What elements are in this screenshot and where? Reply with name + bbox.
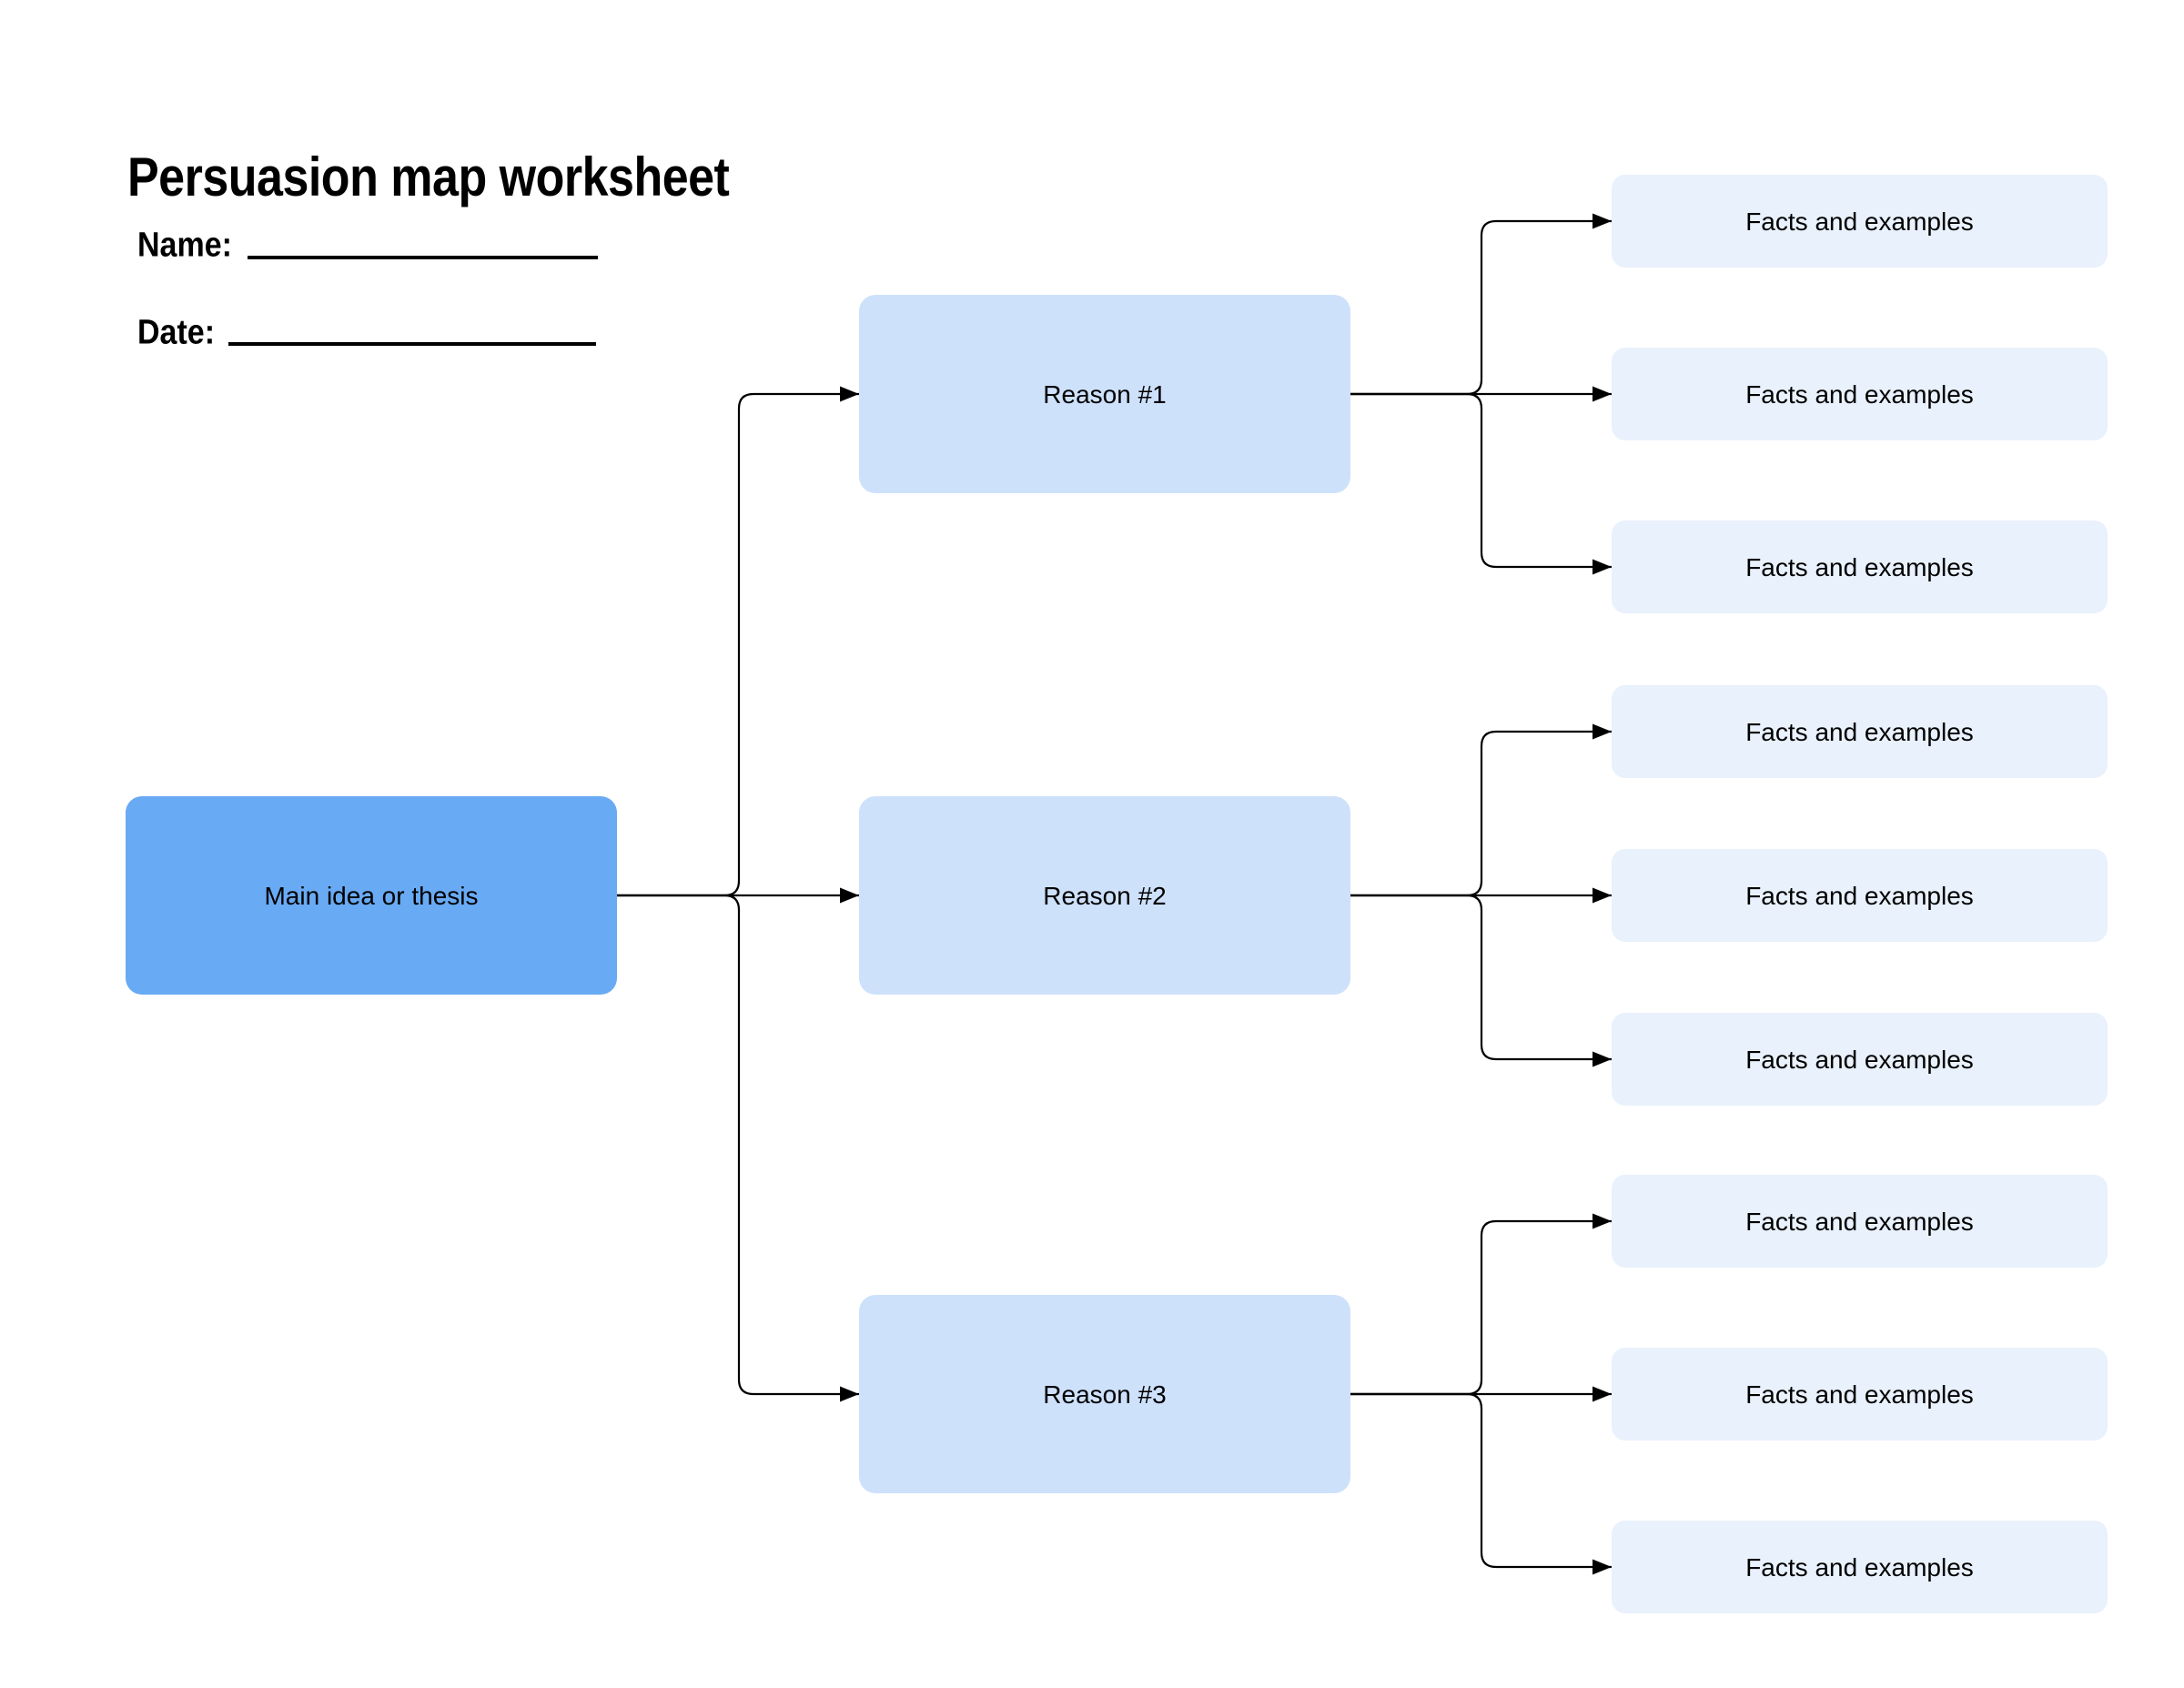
reason-3-label: Reason #3 xyxy=(1043,1380,1167,1409)
name-blank-line[interactable] xyxy=(248,256,598,259)
fact-7-label: Facts and examples xyxy=(1745,1207,1974,1236)
connector-main-to-reason-1 xyxy=(617,386,859,897)
fact-7-box[interactable]: Facts and examples xyxy=(1612,1175,2108,1268)
connector-main-to-reason-3 xyxy=(617,894,859,1402)
fact-2-label: Facts and examples xyxy=(1745,379,1974,409)
name-label: Name: xyxy=(137,225,232,265)
fact-9-label: Facts and examples xyxy=(1745,1552,1974,1582)
fact-1-box[interactable]: Facts and examples xyxy=(1612,175,2108,268)
connector-reason2-to-fact-4 xyxy=(1350,723,1612,897)
fact-4-label: Facts and examples xyxy=(1745,717,1974,746)
fact-1-label: Facts and examples xyxy=(1745,207,1974,236)
fact-6-label: Facts and examples xyxy=(1745,1045,1974,1074)
fact-6-box[interactable]: Facts and examples xyxy=(1612,1013,2108,1106)
fact-3-label: Facts and examples xyxy=(1745,552,1974,581)
connector-reason1-to-fact-3 xyxy=(1350,392,1612,575)
fact-3-box[interactable]: Facts and examples xyxy=(1612,521,2108,613)
reason-2-box[interactable]: Reason #2 xyxy=(859,796,1350,995)
fact-2-box[interactable]: Facts and examples xyxy=(1612,348,2108,440)
main-idea-label: Main idea or thesis xyxy=(264,881,479,910)
fact-5-box[interactable]: Facts and examples xyxy=(1612,849,2108,942)
connector-reason1-to-fact-1 xyxy=(1350,213,1612,396)
fact-5-label: Facts and examples xyxy=(1745,881,1974,910)
connector-reason3-to-fact-7 xyxy=(1350,1213,1612,1396)
reason-1-box[interactable]: Reason #1 xyxy=(859,295,1350,493)
date-blank-line[interactable] xyxy=(228,342,596,346)
connector-reason2-to-fact-6 xyxy=(1350,894,1612,1067)
fact-8-box[interactable]: Facts and examples xyxy=(1612,1348,2108,1440)
main-idea-box[interactable]: Main idea or thesis xyxy=(126,796,617,995)
reason-1-label: Reason #1 xyxy=(1043,379,1167,409)
reason-3-box[interactable]: Reason #3 xyxy=(859,1295,1350,1493)
date-label: Date: xyxy=(137,312,216,352)
page-title: Persuasion map worksheet xyxy=(127,147,730,208)
connector-reason3-to-fact-9 xyxy=(1350,1392,1612,1575)
fact-8-label: Facts and examples xyxy=(1745,1380,1974,1409)
fact-4-box[interactable]: Facts and examples xyxy=(1612,685,2108,778)
fact-9-box[interactable]: Facts and examples xyxy=(1612,1521,2108,1613)
reason-2-label: Reason #2 xyxy=(1043,881,1167,910)
